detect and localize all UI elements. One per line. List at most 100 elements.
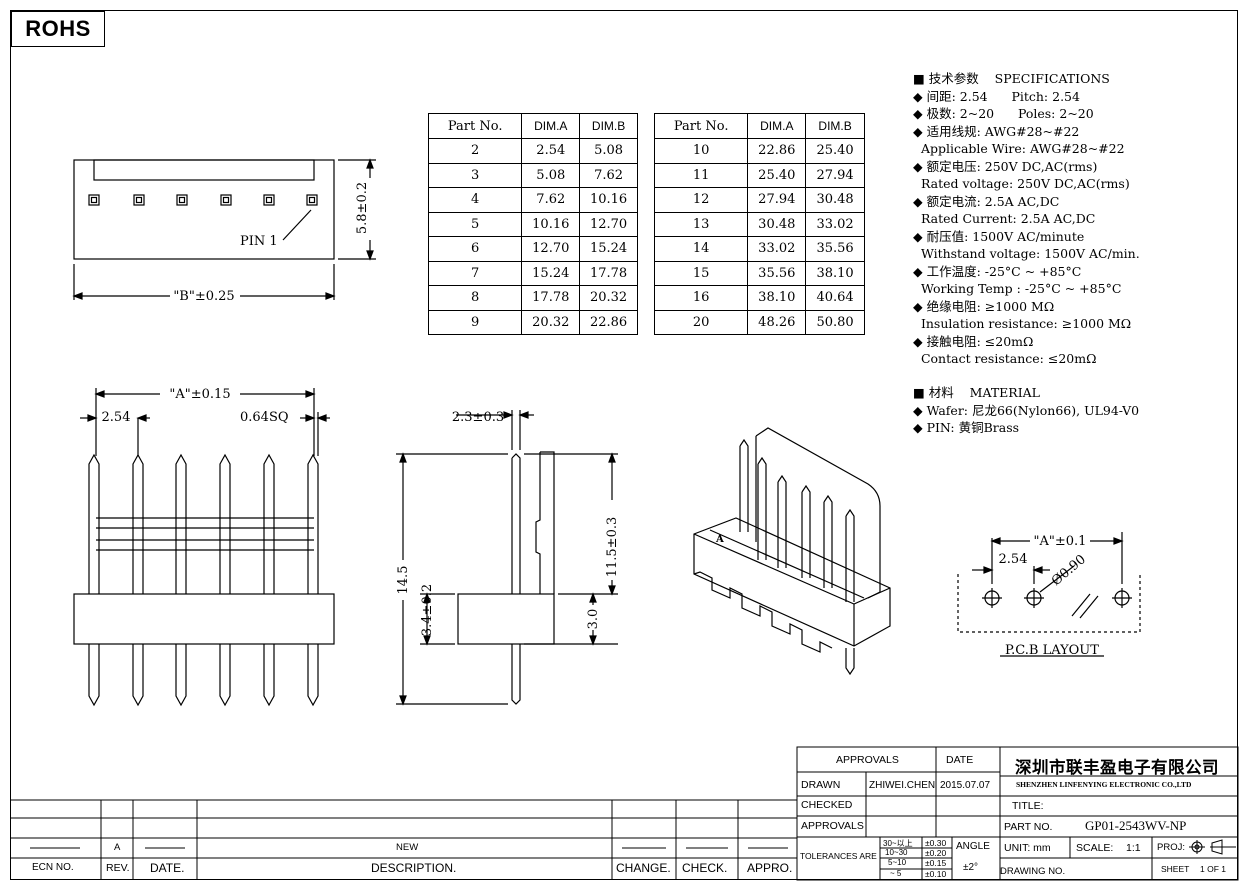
pin-lower — [88, 644, 100, 707]
top-view-latch — [93, 159, 315, 181]
pin-sq-label: 0.64SQ — [240, 410, 289, 425]
date-col-header: DATE. — [150, 861, 185, 875]
col-dim-a: DIM.A — [521, 113, 581, 139]
spec-line: ◆ 接触电阻: ≤20mΩ — [913, 333, 1034, 349]
dim-b-cell: 40.64 — [805, 285, 865, 311]
pin-square-inner — [308, 196, 316, 204]
pcb-title: P.C.B LAYOUT — [1005, 643, 1099, 658]
pin-upper — [219, 453, 231, 594]
spec-line: ◆ 极数: 2~20 Poles: 2~20 — [913, 106, 1094, 121]
tol-value-2: ±0.20 — [925, 848, 947, 858]
spec-line: Withstand voltage: 1500V AC/min. — [913, 246, 1140, 261]
drawn-by: ZHIWEI.CHEN — [869, 780, 936, 791]
spec-line: ◆ 额定电压: 250V DC,AC(rms) — [913, 158, 1098, 174]
dim-b-cell: 12.70 — [579, 211, 638, 237]
spec-line: ◆ 额定电流: 2.5A AC,DC — [913, 193, 1060, 209]
part-no-value: GP01-2543WV-NP — [1085, 818, 1187, 833]
pin-lower — [219, 644, 231, 707]
col-dim-a: DIM.A — [747, 113, 807, 139]
spec-line: ◆ 绝缘电阻: ≥1000 MΩ — [913, 298, 1055, 314]
spec-line: Contact resistance: ≤20mΩ — [913, 351, 1097, 366]
part-no-cell: 9 — [427, 309, 523, 335]
dim-a-cell: 12.70 — [521, 236, 581, 262]
material-line: ◆ Wafer: 尼龙66(Nylon66), UL94-V0 — [913, 402, 1140, 418]
dim-a-cell: 27.94 — [747, 187, 807, 213]
date-header: DATE — [946, 754, 974, 766]
iso-marker: A — [715, 534, 724, 545]
company-name-en: SHENZHEN LINFENYING ELECTRONIC CO.,LTD — [1016, 780, 1192, 789]
approvals-header: APPROVALS — [836, 754, 899, 766]
dim-b-cell: 27.94 — [805, 162, 865, 188]
pin-square — [133, 194, 145, 206]
part-no-cell: 7 — [427, 260, 523, 286]
pcb-dim-a: "A"±0.1 — [1034, 534, 1087, 549]
part-no-cell: 2 — [427, 138, 523, 164]
title-label: TITLE: — [1012, 800, 1044, 812]
col-part-no: Part No. — [427, 113, 523, 139]
part-no-cell: 20 — [653, 309, 749, 335]
proj-label: PROJ: — [1157, 842, 1185, 853]
spec-line: ◆ 耐压值: 1500V AC/minute — [913, 228, 1085, 244]
pin-upper — [88, 453, 100, 594]
rev-value: A — [114, 842, 121, 853]
pin1-label: PIN 1 — [240, 234, 278, 249]
scale-value: 1:1 — [1126, 842, 1141, 854]
total-height-label: 14.5 — [396, 566, 411, 595]
dim-b-cell: 22.86 — [579, 309, 638, 335]
drawing-no-label: DRAWING NO. — [1000, 866, 1066, 877]
front-view-body — [73, 593, 335, 645]
checked-label: CHECKED — [801, 799, 853, 811]
part-no-cell: 3 — [427, 162, 523, 188]
side-view-body — [457, 593, 555, 645]
drawn-label: DRAWN — [801, 779, 841, 791]
dim-a-cell: 17.78 — [521, 285, 581, 311]
check-header: CHECK. — [682, 861, 728, 875]
dim-b-cell: 10.16 — [579, 187, 638, 213]
rev-header: REV. — [106, 862, 130, 874]
dim-a-cell: 33.02 — [747, 236, 807, 262]
spec-line: ◆ 工作温度: -25°C ~ +85°C — [913, 263, 1082, 279]
col-dim-b: DIM.B — [805, 113, 865, 139]
pin-height-label: 11.5±0.3 — [605, 517, 620, 578]
dim-b-cell: 30.48 — [805, 187, 865, 213]
spec-line: Applicable Wire: AWG#28~#22 — [913, 141, 1125, 156]
description-value: NEW — [396, 842, 419, 853]
dim-b-cell: 15.24 — [579, 236, 638, 262]
dim-a-cell: 10.16 — [521, 211, 581, 237]
col-part-no: Part No. — [653, 113, 749, 139]
tol-range-1: 30~以上 — [883, 839, 913, 848]
material-list: ■ 材料 MATERIAL◆ Wafer: 尼龙66(Nylon66), UL9… — [913, 384, 1139, 437]
side-width-label: 2.3±0.3 — [452, 410, 504, 425]
dim-a-cell: 35.56 — [747, 260, 807, 286]
pin-square-inner — [135, 196, 143, 204]
unit-label: UNIT: mm — [1004, 842, 1051, 854]
pin-upper — [307, 453, 319, 594]
col-dim-b: DIM.B — [579, 113, 638, 139]
spec-line: Insulation resistance: ≥1000 MΩ — [913, 316, 1132, 331]
pin-lower — [175, 644, 187, 707]
tol-value-4: ±0.10 — [925, 869, 947, 879]
part-no-cell: 11 — [653, 162, 749, 188]
pin-square-inner — [90, 196, 98, 204]
dim-b-label: "B"±0.25 — [173, 289, 234, 304]
pin-upper — [132, 453, 144, 594]
change-header: CHANGE. — [616, 861, 671, 875]
dim-b-cell: 50.80 — [805, 309, 865, 335]
pin-square-inner — [222, 196, 230, 204]
part-no-cell: 5 — [427, 211, 523, 237]
pin-tail-label: 3.0 — [586, 609, 601, 630]
pin-square — [263, 194, 275, 206]
part-no-cell: 4 — [427, 187, 523, 213]
tol-range-3: 5~10 — [888, 858, 907, 867]
spec-line: ■ 技术参数 SPECIFICATIONS — [913, 71, 1110, 86]
approvals-label: APPROVALS — [801, 820, 864, 832]
